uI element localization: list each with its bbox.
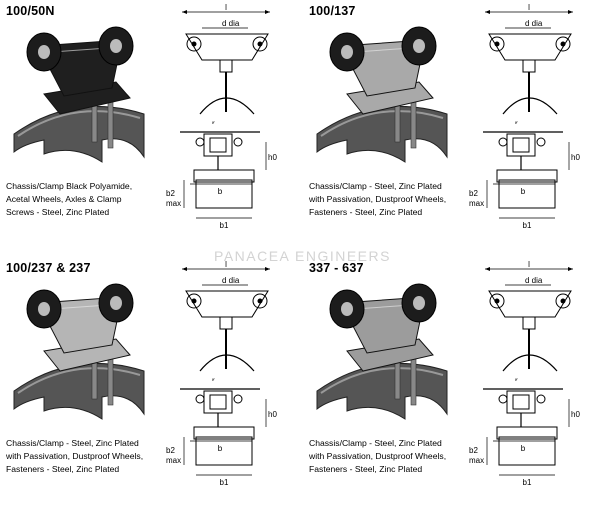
svg-text:r: r bbox=[212, 376, 215, 381]
svg-text:b2: b2 bbox=[469, 446, 478, 455]
svg-text:r: r bbox=[212, 119, 215, 124]
product-photo bbox=[307, 22, 457, 177]
side-view-drawing: h0 b b2 max b1 bbox=[160, 120, 285, 235]
svg-text:d dia: d dia bbox=[525, 276, 543, 285]
side-view-drawing: h0 b b2 max b1 bbox=[463, 377, 588, 492]
description-line: Fasteners - Steel, Zinc Plated bbox=[309, 207, 423, 217]
svg-text:r: r bbox=[515, 376, 518, 381]
side-view-drawing: h0 b b2 max b1 bbox=[463, 120, 588, 235]
front-view-drawing: l d dia r bbox=[475, 3, 585, 129]
svg-text:l: l bbox=[528, 261, 530, 269]
product-panel-100-50n: 100/50N l d dia r bbox=[0, 0, 302, 257]
product-panel-100-137: 100/137 l d dia r bbox=[303, 0, 605, 257]
svg-text:l: l bbox=[225, 4, 227, 12]
description-line: Screws - Steel, Zinc Plated bbox=[6, 207, 110, 217]
product-model-title: 100/50N bbox=[6, 4, 55, 18]
svg-text:l: l bbox=[225, 261, 227, 269]
description-line: with Passivation, Dustproof Wheels, bbox=[6, 451, 144, 461]
product-model-title: 337 - 637 bbox=[309, 261, 364, 275]
svg-text:max: max bbox=[469, 456, 484, 465]
side-view-drawing: h0 b b2 max b1 bbox=[160, 377, 285, 492]
svg-text:b2: b2 bbox=[469, 189, 478, 198]
svg-text:b1: b1 bbox=[220, 221, 229, 230]
watermark-text: PANACEA ENGINEERS bbox=[214, 248, 391, 264]
svg-text:d dia: d dia bbox=[222, 276, 240, 285]
svg-text:b2: b2 bbox=[166, 446, 175, 455]
svg-text:max: max bbox=[166, 199, 181, 208]
description-line: with Passivation, Dustproof Wheels, bbox=[309, 451, 447, 461]
product-description: Chassis/Clamp Black Polyamide, Acetal Wh… bbox=[6, 180, 171, 219]
svg-text:l: l bbox=[528, 4, 530, 12]
svg-text:b: b bbox=[218, 187, 223, 196]
front-view-drawing: l d dia r bbox=[172, 260, 282, 386]
description-line: with Passivation, Dustproof Wheels, bbox=[309, 194, 447, 204]
product-model-title: 100/237 & 237 bbox=[6, 261, 91, 275]
svg-text:d dia: d dia bbox=[525, 19, 543, 28]
product-photo bbox=[4, 22, 154, 177]
svg-text:h0: h0 bbox=[268, 153, 277, 162]
svg-text:r: r bbox=[515, 119, 518, 124]
svg-text:b1: b1 bbox=[523, 221, 532, 230]
product-photo bbox=[4, 279, 154, 434]
svg-text:h0: h0 bbox=[571, 153, 580, 162]
description-line: Chassis/Clamp - Steel, Zinc Plated bbox=[309, 181, 442, 191]
svg-text:b1: b1 bbox=[523, 478, 532, 487]
product-description: Chassis/Clamp - Steel, Zinc Plated with … bbox=[309, 180, 474, 219]
product-photo bbox=[307, 279, 457, 434]
svg-text:h0: h0 bbox=[268, 410, 277, 419]
description-line: Acetal Wheels, Axles & Clamp bbox=[6, 194, 122, 204]
front-view-drawing: l d dia r bbox=[172, 3, 282, 129]
svg-text:b: b bbox=[521, 444, 526, 453]
product-description: Chassis/Clamp - Steel, Zinc Plated with … bbox=[309, 437, 474, 476]
svg-text:d dia: d dia bbox=[222, 19, 240, 28]
svg-text:max: max bbox=[166, 456, 181, 465]
svg-text:b: b bbox=[521, 187, 526, 196]
svg-text:b: b bbox=[218, 444, 223, 453]
front-view-drawing: l d dia r bbox=[475, 260, 585, 386]
product-panel-100-237: 100/237 & 237 l d dia r bbox=[0, 257, 302, 514]
product-model-title: 100/137 bbox=[309, 4, 356, 18]
description-line: Chassis/Clamp - Steel, Zinc Plated bbox=[309, 438, 442, 448]
svg-text:h0: h0 bbox=[571, 410, 580, 419]
svg-text:b2: b2 bbox=[166, 189, 175, 198]
product-description: Chassis/Clamp - Steel, Zinc Plated with … bbox=[6, 437, 171, 476]
svg-text:b1: b1 bbox=[220, 478, 229, 487]
description-line: Chassis/Clamp - Steel, Zinc Plated bbox=[6, 438, 139, 448]
svg-text:max: max bbox=[469, 199, 484, 208]
description-line: Chassis/Clamp Black Polyamide, bbox=[6, 181, 133, 191]
product-panel-337-637: 337 - 637 l d dia r bbox=[303, 257, 605, 514]
description-line: Fasteners - Steel, Zinc Plated bbox=[6, 464, 120, 474]
description-line: Fasteners - Steel, Zinc Plated bbox=[309, 464, 423, 474]
